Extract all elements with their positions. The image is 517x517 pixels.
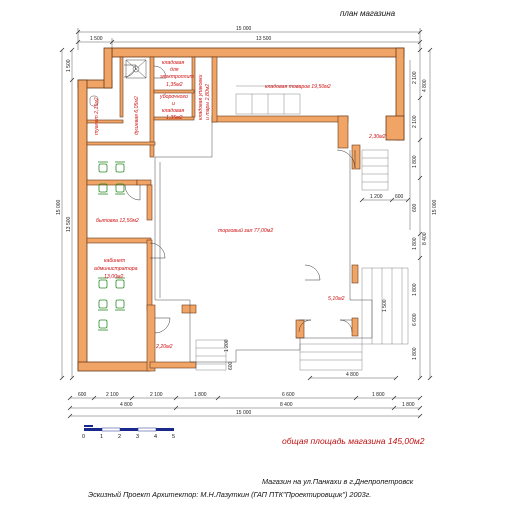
dim-right-outer: 15 000 xyxy=(432,199,438,215)
dim-inner-1200a: 1 200 xyxy=(370,194,383,200)
stairs-bottom xyxy=(195,85,363,371)
room-entrance: 5,10м2 xyxy=(328,296,345,302)
room-electric-1: кладовая xyxy=(162,60,184,66)
dim-right-h: 6 600 xyxy=(412,313,418,326)
room-electric-2: для xyxy=(170,67,179,73)
stairs-right xyxy=(361,149,409,345)
dim-left-top: 1 500 xyxy=(66,59,72,72)
total-area: общая площадь магазина 145,00м2 xyxy=(282,436,425,446)
dim-left-outer: 15 000 xyxy=(56,199,62,215)
dim-right-c: 2 100 xyxy=(412,115,418,128)
room-vestibule-bottom: 2,20м2 xyxy=(155,344,173,350)
dim-left-inner: 13 500 xyxy=(66,216,72,232)
room-office-1: кабинет xyxy=(104,258,126,264)
chair-7 xyxy=(98,299,108,311)
room-shower: душевая 6,05м2 xyxy=(134,96,140,135)
bottom-dimensions: 600 2 100 2 100 1 800 6 600 1 800 4 800 … xyxy=(67,392,423,419)
caption-line-2: Эскизный Проект Архитектор: М.Н.Лазуткин… xyxy=(88,490,371,499)
room-inventory-1: уборочного xyxy=(159,94,188,100)
dim-top-right: 13 500 xyxy=(256,36,272,42)
dim-bottom-c: 2 100 xyxy=(150,392,163,398)
dim-bottom-total: 15 000 xyxy=(236,410,252,416)
chair-4 xyxy=(115,183,125,195)
partitions xyxy=(86,56,361,372)
dim-right-f: 600 xyxy=(412,203,418,212)
doors xyxy=(123,64,356,334)
scale-1: 1 xyxy=(100,434,103,440)
inner-dimensions: 1 200 600 1 200 600 1 500 4 800 1 800 1 … xyxy=(224,194,418,381)
dim-right-b: 4 800 xyxy=(422,79,428,92)
furniture-office xyxy=(98,277,125,331)
scale-4: 4 xyxy=(154,434,157,440)
dim-bottom-g: 4 800 xyxy=(120,402,133,408)
chair-6 xyxy=(115,277,125,289)
dim-bottom-h: 8 400 xyxy=(280,402,293,408)
right-dimensions: 15 000 2 100 4 800 2 100 1 800 8 400 600… xyxy=(409,47,438,381)
room-household: бытовка 12,50м2 xyxy=(96,218,139,224)
room-vestibule-right: 2,30м2 xyxy=(368,134,386,140)
scale-2: 2 xyxy=(118,434,121,440)
chair-2 xyxy=(115,161,125,173)
room-trading-hall: торговый зал 77,00м2 xyxy=(218,227,273,234)
top-dimensions: 15 000 1 500 13 500 xyxy=(75,26,423,50)
dim-bottom-f: 1 800 xyxy=(372,392,385,398)
chair-8 xyxy=(115,299,125,311)
scale-5: 5 xyxy=(172,434,175,440)
dim-top-total: 15 000 xyxy=(236,26,252,32)
dim-bottom-b: 2 100 xyxy=(106,392,119,398)
dim-inner-1500: 1 500 xyxy=(382,299,388,312)
dim-bottom-e: 6 600 xyxy=(282,392,295,398)
fixtures xyxy=(89,59,147,107)
dim-top-left: 1 500 xyxy=(90,36,103,42)
room-inventory-4: 1,35м2 xyxy=(166,115,183,121)
chair-9 xyxy=(98,319,108,331)
dim-right-e: 8 400 xyxy=(422,232,428,245)
hall-outline xyxy=(154,122,373,363)
room-packing-1: кладовая упаковки xyxy=(198,74,204,120)
room-electric-4: 1,35м2 xyxy=(166,82,183,88)
scale-bar: 0 1 2 3 4 5 xyxy=(82,425,175,440)
plan-title: план магазина xyxy=(340,9,396,18)
left-dimensions: 15 000 13 500 1 500 xyxy=(56,47,75,381)
dim-inner-600b: 600 xyxy=(228,361,234,370)
dim-inner-600: 600 xyxy=(395,194,404,200)
scale-0: 0 xyxy=(82,434,85,440)
scale-3: 3 xyxy=(136,434,139,440)
dim-inner-4800: 4 800 xyxy=(346,372,359,378)
room-office-3: 13,00м2 xyxy=(104,274,124,280)
dim-bottom-d: 1 800 xyxy=(194,392,207,398)
furniture-household xyxy=(98,161,125,195)
room-electric-3: электроплит xyxy=(160,74,194,80)
outer-walls xyxy=(77,47,405,372)
dim-right-g: 1 800 xyxy=(412,237,418,250)
chair-3 xyxy=(98,183,108,195)
room-inventory-3: кладовая xyxy=(162,108,184,114)
chair-1 xyxy=(98,161,108,173)
room-toilet: туалет 2,15м2 xyxy=(94,97,100,135)
room-inventory-2: и xyxy=(172,101,175,107)
dim-inner-1200b: 1 200 xyxy=(224,339,230,352)
dim-right-d: 1 800 xyxy=(412,155,418,168)
caption-line-1: Магазин на ул.Панкахи в г.Днепропетровск xyxy=(262,477,414,486)
room-labels: кладовая товаров 19,50м2 торговый зал 77… xyxy=(94,60,386,350)
dim-bottom-a: 600 xyxy=(78,392,87,398)
chair-5 xyxy=(98,277,108,289)
dim-right-lower-a: 1 800 xyxy=(412,283,418,296)
room-storage: кладовая товаров 19,50м2 xyxy=(265,84,331,90)
room-packing-2: и тары 2,80м2 xyxy=(205,84,211,120)
room-office-2: администратора xyxy=(94,266,138,272)
dim-right-lower-b: 1 800 xyxy=(412,347,418,360)
dim-bottom-i: 1 800 xyxy=(402,402,415,408)
dim-right-a: 2 100 xyxy=(412,71,418,84)
